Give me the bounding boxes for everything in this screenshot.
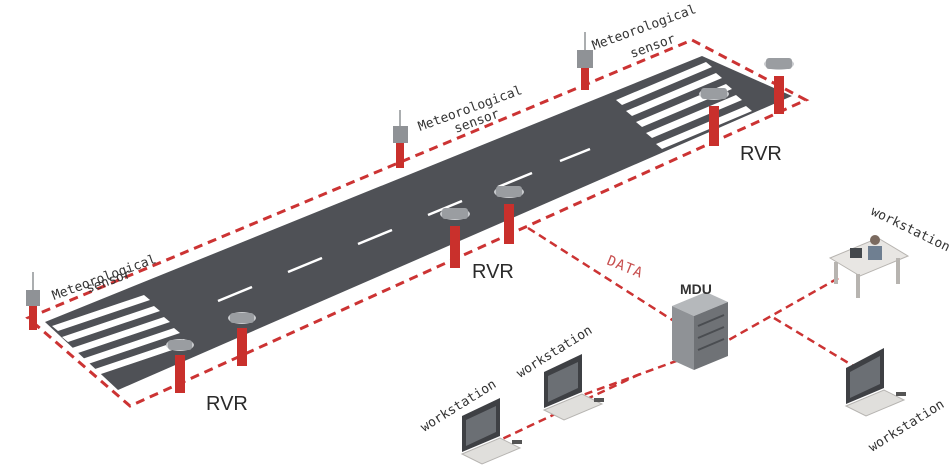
rvr-sensor-right-2 [764, 58, 794, 114]
runway-centerline [217, 147, 591, 303]
rvr-left-label: RVR [206, 393, 248, 415]
mdu-server [672, 292, 728, 370]
runway [45, 56, 792, 390]
meteo-sensor-mid [393, 110, 408, 168]
rvr-sensor-left-1 [166, 339, 194, 393]
data-label: DATA [605, 253, 646, 282]
mdu-label: MDU [680, 281, 712, 297]
desk-workstation [828, 235, 910, 298]
workstation-bottom-right [844, 348, 906, 417]
workstation-bottom-left [460, 398, 522, 465]
rvr-mid-label: RVR [472, 261, 514, 283]
runway-boundary [25, 38, 810, 408]
network-lines [499, 226, 861, 442]
rvr-right-label: RVR [740, 143, 782, 165]
workstation-bottom-mid [542, 354, 604, 421]
rvr-sensor-right-1 [699, 88, 729, 146]
rvr-sensor-mid-2 [494, 186, 524, 244]
threshold-markings-left [52, 295, 190, 375]
meteo-sensor-left [26, 272, 40, 330]
meteo-sensor-top [577, 32, 593, 90]
rvr-sensor-left-2 [228, 312, 256, 366]
rvr-sensor-mid-1 [440, 208, 470, 268]
